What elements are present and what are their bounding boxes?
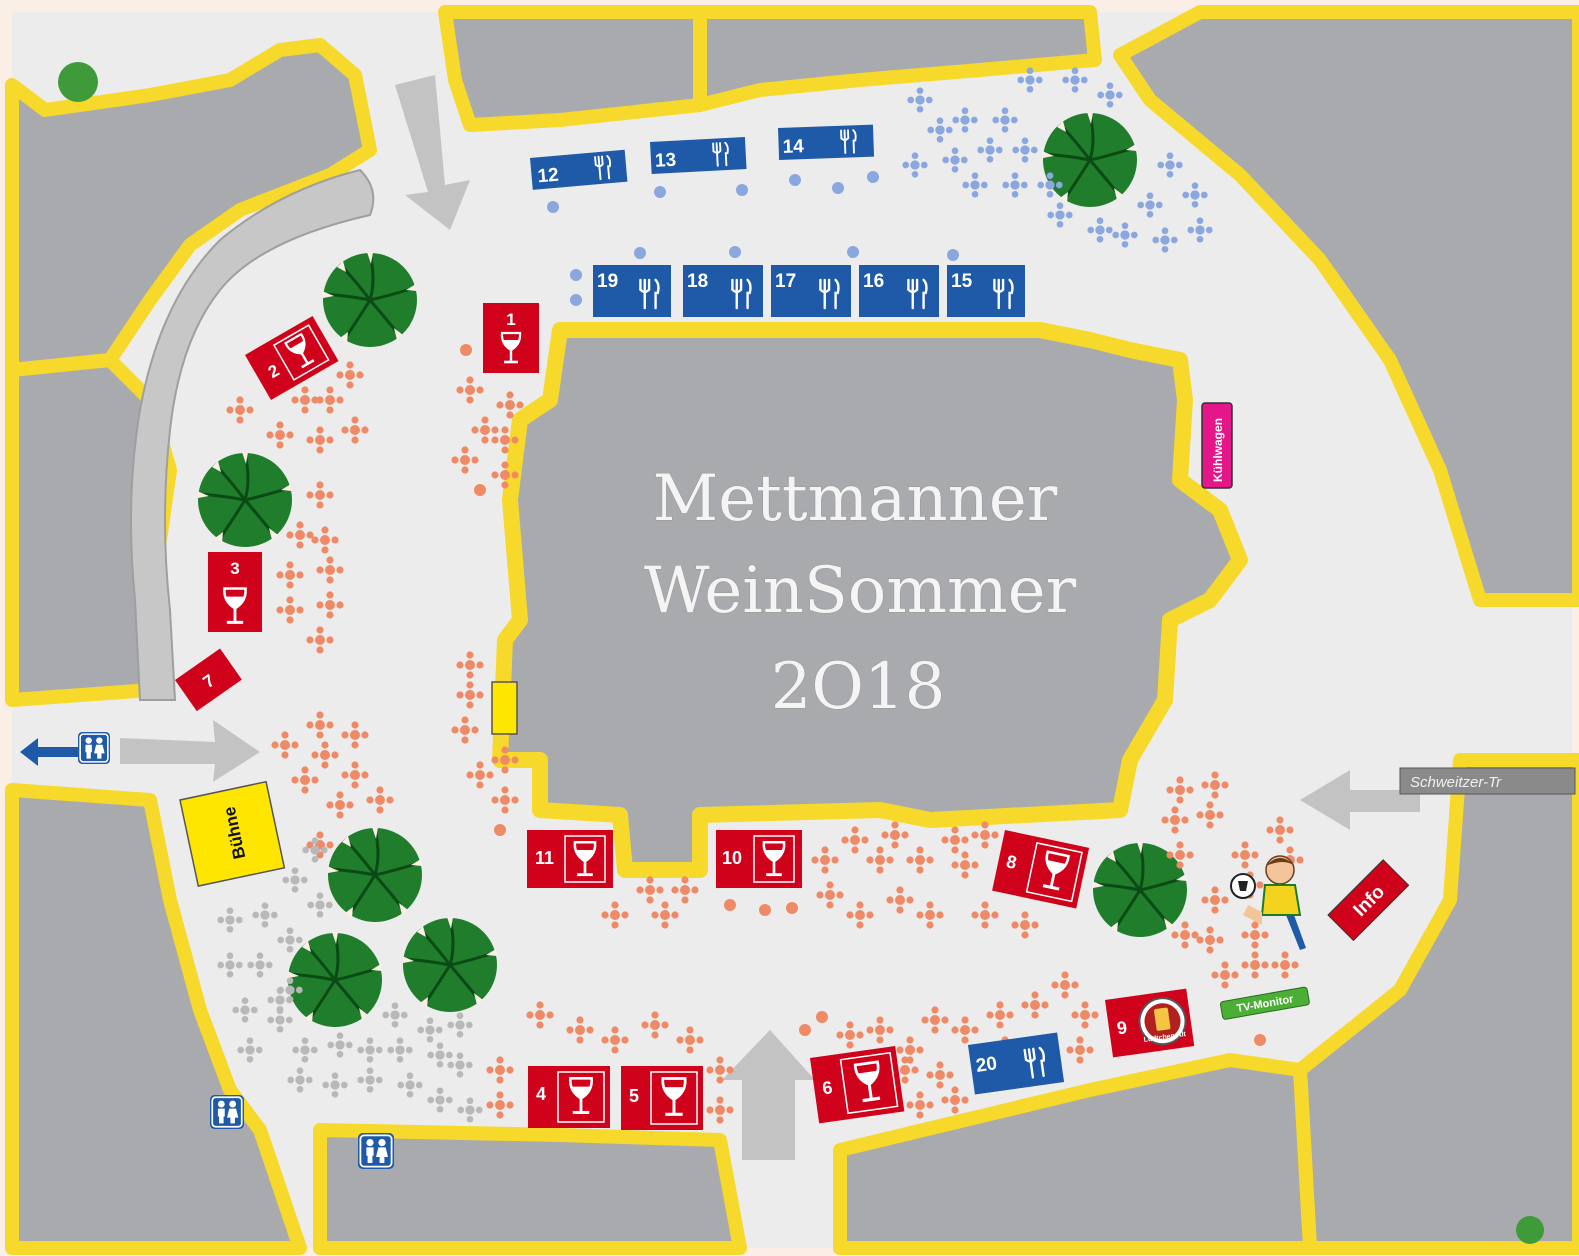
- seat-icon: [729, 246, 741, 258]
- arrow-right-icon: [1300, 770, 1420, 830]
- title-line-2: WeinSommer: [644, 554, 1077, 628]
- info-booth[interactable]: Info: [1327, 859, 1410, 942]
- wine-stand-4[interactable]: 4: [528, 1066, 610, 1128]
- beer-logo-icon: Lüdtchen Alt: [1138, 997, 1187, 1046]
- food-stand-17[interactable]: 17: [771, 265, 851, 317]
- ramp: [130, 168, 375, 701]
- wine-stand-3[interactable]: 3: [208, 552, 262, 632]
- wine-stand-1[interactable]: 1: [483, 303, 539, 373]
- food-stand-14[interactable]: 14: [778, 124, 875, 160]
- wine-stands: 1 2 3 7 11 10: [175, 303, 1195, 1130]
- tv-monitor: TV-Monitor: [1219, 986, 1310, 1020]
- seat-icon: [1254, 1034, 1266, 1046]
- svg-text:18: 18: [687, 271, 708, 292]
- arrow-left-icon: [120, 720, 260, 782]
- svg-text:19: 19: [597, 271, 618, 292]
- seat-icon: [867, 171, 879, 183]
- entrance-arrows: [120, 75, 1420, 1160]
- food-stand-19[interactable]: 19: [593, 265, 671, 317]
- seat-icon: [847, 246, 859, 258]
- arrow-bottom-icon: [722, 1030, 815, 1160]
- cooler-label: Kühlwagen: [1211, 418, 1225, 482]
- svg-text:17: 17: [775, 271, 796, 292]
- title-line-1: Mettmanner: [653, 462, 1058, 536]
- svg-text:11: 11: [535, 848, 554, 868]
- svg-text:12: 12: [537, 165, 560, 188]
- food-stand-18[interactable]: 18: [683, 265, 763, 317]
- arrow-top-icon: [395, 75, 470, 230]
- food-seating: [547, 67, 1213, 306]
- svg-text:10: 10: [722, 848, 742, 868]
- church-building: [492, 322, 1248, 878]
- seat-icon: [947, 249, 959, 261]
- seat-icon: [786, 902, 798, 914]
- svg-text:6: 6: [821, 1077, 834, 1098]
- wine-stand-10[interactable]: 10: [716, 830, 802, 888]
- svg-text:16: 16: [863, 271, 884, 292]
- cooler-truck: Kühlwagen: [1201, 402, 1233, 489]
- seat-icon: [547, 201, 559, 213]
- svg-text:5: 5: [629, 1086, 639, 1106]
- exit-sign[interactable]: [20, 732, 110, 766]
- svg-text:1: 1: [506, 310, 515, 329]
- svg-text:14: 14: [782, 136, 804, 158]
- seat-icon: [570, 269, 582, 281]
- svg-text:3: 3: [230, 559, 239, 578]
- facilities: [20, 732, 394, 1169]
- svg-text:9: 9: [1116, 1017, 1129, 1038]
- soccer-player-icon: [1230, 855, 1306, 950]
- wine-stand-8[interactable]: 8: [992, 830, 1090, 909]
- seat-icon: [799, 1024, 811, 1036]
- svg-text:15: 15: [951, 271, 973, 292]
- svg-text:20: 20: [975, 1053, 999, 1077]
- title-line-3: 2O18: [771, 650, 946, 724]
- exit-arrow-icon: [20, 738, 78, 766]
- bush-icon: [58, 62, 98, 102]
- food-stand-15[interactable]: 15: [947, 265, 1025, 317]
- svg-text:4: 4: [536, 1084, 546, 1104]
- stage[interactable]: Bühne: [179, 780, 286, 887]
- seat-icon: [736, 184, 748, 196]
- bush-icon: [1516, 1216, 1544, 1244]
- seat-icon: [460, 344, 472, 356]
- seat-icon: [759, 904, 771, 916]
- surrounding-buildings: [5, 5, 1579, 1255]
- yellow-marker: [491, 681, 518, 735]
- seat-icon: [789, 174, 801, 186]
- food-stand-16[interactable]: 16: [859, 265, 939, 317]
- trees: [58, 62, 1544, 1244]
- svg-text:8: 8: [1005, 851, 1019, 873]
- wine-stand-7[interactable]: 7: [175, 648, 242, 712]
- seat-icon: [494, 824, 506, 836]
- svg-text:13: 13: [654, 150, 676, 172]
- wine-stand-5[interactable]: 5: [621, 1066, 703, 1130]
- seat-icon: [816, 1011, 828, 1023]
- street-label: Schweitzer-Tr: [1410, 774, 1502, 791]
- food-stand-20[interactable]: 20: [968, 1032, 1065, 1095]
- seat-icon: [654, 186, 666, 198]
- food-stand-13[interactable]: 13: [650, 137, 747, 174]
- toilet-icon[interactable]: [358, 1133, 394, 1169]
- food-stand-12[interactable]: 12: [530, 149, 628, 190]
- wine-stand-9[interactable]: 9 Lüdtchen Alt: [1105, 988, 1195, 1058]
- toilet-icon: [78, 732, 110, 764]
- seat-icon: [474, 484, 486, 496]
- food-stands: 12 13 14 19 18 17 16: [530, 124, 1065, 1095]
- wine-seating: [226, 344, 1304, 1124]
- seat-icon: [570, 294, 582, 306]
- toilet-icon[interactable]: [210, 1095, 244, 1129]
- seat-icon: [832, 182, 844, 194]
- seat-icon: [724, 899, 736, 911]
- wine-stand-6[interactable]: 6: [810, 1046, 905, 1124]
- seat-icon: [634, 247, 646, 259]
- wine-stand-11[interactable]: 11: [527, 830, 613, 888]
- street-sign: Schweitzer-Tr: [1399, 767, 1576, 795]
- wine-stand-2[interactable]: 2: [245, 316, 339, 401]
